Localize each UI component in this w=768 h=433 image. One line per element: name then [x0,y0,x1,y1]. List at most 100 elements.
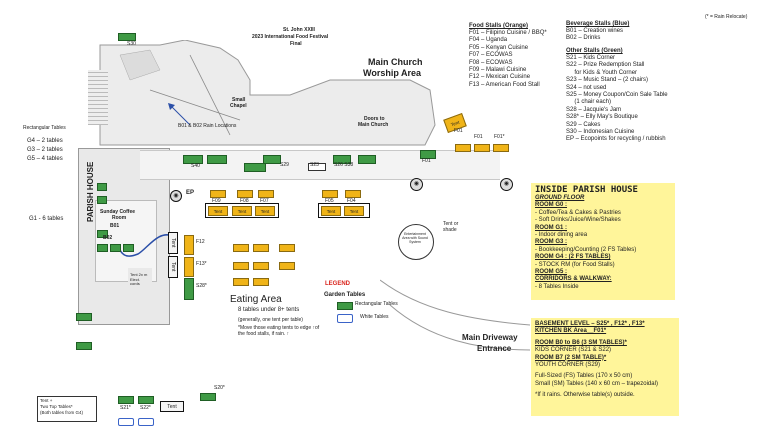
food-table-f12 [184,235,194,255]
driveway-label-1: Main Driveway [462,333,518,342]
label-s22: S22* [140,405,151,411]
basement-line: KIDS CORNER (S21 & S22) [535,347,612,354]
food-table-f01-c [474,144,490,152]
stairs [88,70,108,125]
eating-table-5 [253,262,269,270]
small-chapel-label-1: Small [232,97,246,103]
label-s26: S26 S38 [334,162,354,168]
inside-line: ROOM G3 : [535,239,568,246]
small-chapel-label-2: Chapel [230,103,247,109]
eating-table-1 [233,244,249,252]
main-church-label: Main Church [368,57,423,67]
other-stalls-title: Other Stalls (Green) [566,48,623,54]
food-stall-item: F01 – Filipino Cuisine / BBQ* [469,30,547,36]
food-table-f01-d [493,144,509,152]
driveway-area [250,270,520,340]
inside-line: ROOM G4 : (2 FS TABLES) [535,254,611,261]
other-stall-item: EP – Ecopoints for recycling / rubbish [566,136,666,143]
other-stall-item: S22 – Prize Redemption Stall [566,62,645,69]
legend-rect-swatch [337,302,353,310]
label-f01-star: F01* [494,134,505,140]
worship-area-label: Worship Area [363,68,422,78]
garden-table-2 [207,155,227,164]
eating-table-4 [233,262,249,270]
food-stalls-title: Food Stalls (Orange) [469,23,529,29]
label-f01-a: F01 [454,128,463,134]
food-stall-item: F08 – ECOWAS [469,59,513,66]
garden-table-s28 [184,278,194,300]
bottom-note-2: Two Top Tables* [40,404,73,409]
parish-house-label: PARISH HOUSE [86,161,95,222]
food-stall-item: F09 – Malawi Cuisine [469,67,527,74]
eating-table-2 [253,244,269,252]
eating-note: (generally, one tent per table) [238,317,303,323]
beverage-stall-item: B02 – Drinks [566,35,601,42]
move-note-1: *Move those eating tents to edge ↑of [238,325,320,331]
bottom-note-box [37,396,97,422]
garden-table-s22 [138,396,154,404]
food-tent-2: Tent [232,206,252,216]
tent-vertical-1: Tent [168,232,178,254]
other-stall-item: S25 – Money Coupon/Coin Sale Table [566,92,668,99]
label-f13: F13* [196,261,207,267]
festival-title-3: Final [290,41,302,47]
label-s23: S23 [310,162,319,168]
garden-table-f01-area [420,150,436,159]
inside-line: CORRIDORS & WALKWAY: [535,276,612,283]
basement-line: KITCHEN BK Area__F01* [535,328,607,335]
inside-lines: ROOM G0 :- Coffee/Tea & Cakes & Pastries… [535,202,671,291]
basement-box: BASEMENT LEVEL – S25* , F12* , F13*KITCH… [531,318,679,416]
basement-line: BASEMENT LEVEL – S25* , F12* , F13* [535,321,645,327]
garden-table-s29 [244,163,266,172]
g5-note: G5 – 4 tables [27,156,63,162]
ep-label: EP [186,190,195,196]
white-table-bl-2 [138,418,154,426]
legend-rect: Rectangular Tables [355,301,398,307]
inside-line: - STOCK RM (for Food Stalls) [535,261,615,268]
food-tent-1: Tent [208,206,228,216]
garden-table-3 [263,155,281,164]
eating-table-7 [233,278,249,286]
label-f09: F09 [212,198,221,204]
festival-title-1: St. John XXIII [283,27,315,33]
legend-white: White Tables [360,314,389,320]
g4-note: G4 – 2 tables [27,138,63,144]
other-stall-item: S29 – Cakes [566,121,601,128]
basement-lines: BASEMENT LEVEL – S25* , F12* , F13*KITCH… [535,321,675,400]
garden-table-s20 [200,393,216,401]
beverage-stall-item: B01 – Creation wines [566,28,624,34]
garden-table-ph-4 [97,244,108,252]
bottom-note-3: (Both tables from G4) [40,410,84,415]
sunday-coffee-2: Room [112,215,127,221]
beverage-stalls-title: Beverage Stalls (Blue) [566,21,630,27]
label-s40: S40 [191,163,200,169]
ep-icon-left: ◉ [170,190,182,202]
sunday-coffee-1: Sunday Coffee [100,209,136,215]
food-stall-item: F12 – Mexican Cuisine [469,74,531,81]
garden-table-ph-6 [123,244,134,252]
entertainment-label: Entertainment Area with Sound System [402,232,428,245]
food-table-f04 [345,190,361,198]
other-stall-item: S21 – Kids Corner [566,55,616,61]
label-f07: F07 [260,198,269,204]
food-tent-3: Tent [255,206,275,216]
rect-tables-title: Rectangular Tables [23,125,66,131]
eating-area-label: Eating Area [230,294,282,305]
inside-parish-house-box: INSIDE PARISH HOUSE GROUND FLOOR ROOM G0… [531,183,675,300]
label-f08: F08 [240,198,249,204]
doors-label-2: Main Church [358,122,389,128]
other-stalls-list: S21 – Kids Corner S22 – Prize Redemption… [566,55,668,144]
driveway-label-2: Entrance [477,344,512,353]
food-stall-item: F07 – ECOWAS [469,52,513,59]
beverage-stalls-list: B01 – Creation wines B02 – Drinks [566,28,623,43]
inside-line: - 8 Tables Inside [535,283,579,290]
garden-table-s21 [118,396,134,404]
other-stall-item: S30 – Indonesian Cuisine [566,129,635,136]
basement-line: ROOM B0 to B6 (3 SM TABLES)* [535,339,627,346]
inside-line: - Bookkeeping/Counting (2 FS Tables) [535,246,637,253]
legend-title: LEGEND [325,281,351,287]
food-table-f13 [184,257,194,277]
food-table-f09 [210,190,226,198]
label-b02: B02 [103,235,113,241]
rain-arrow [168,103,191,126]
